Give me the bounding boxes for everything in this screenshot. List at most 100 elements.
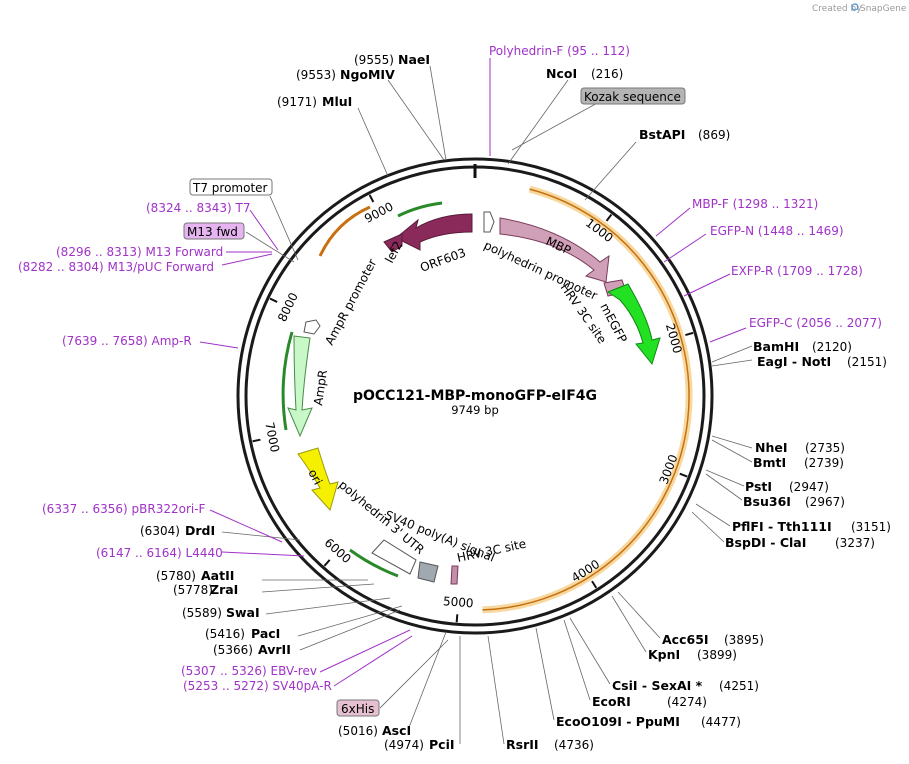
primer-leader-line xyxy=(683,273,731,297)
ampr-promoter-arrow[interactable] xyxy=(303,319,321,335)
leader-line xyxy=(429,65,447,161)
m13-fwd-label: M13 fwd xyxy=(187,225,238,239)
restriction-site-name[interactable]: SwaI xyxy=(226,605,260,620)
primer-leader-line xyxy=(209,509,283,543)
primer-leader-line xyxy=(319,629,411,673)
primer-label[interactable]: (8324 .. 8343) T7 xyxy=(146,201,250,215)
restriction-site-position: (5780) xyxy=(156,569,196,583)
restriction-site-name[interactable]: DrdI xyxy=(185,523,215,538)
restriction-site-name[interactable]: NaeI xyxy=(398,52,430,67)
restriction-site-name[interactable]: EcoRI xyxy=(592,694,631,709)
restriction-site-name[interactable]: PflFI - Tth111I xyxy=(732,519,832,534)
his6-label: 6xHis xyxy=(341,702,374,716)
restriction-site-name[interactable]: AvrII xyxy=(258,642,291,657)
primer-label[interactable]: (6147 .. 6164) L4440 xyxy=(96,546,223,560)
restriction-site-name[interactable]: ZraI xyxy=(210,582,238,597)
restriction-site-name[interactable]: NcoI xyxy=(546,66,577,81)
his6-box[interactable] xyxy=(336,699,380,717)
scale-tick xyxy=(269,297,278,303)
leader-line xyxy=(487,635,505,745)
restriction-site-name[interactable]: RsrII xyxy=(506,737,539,752)
restriction-site-name[interactable]: BmtI xyxy=(753,455,786,470)
primer-label[interactable]: (6337 .. 6356) pBR322ori-F xyxy=(42,502,206,516)
primer-leader-line xyxy=(709,327,747,343)
leader-line xyxy=(507,79,569,165)
restriction-site-name[interactable]: PciI xyxy=(429,737,455,752)
leader-line xyxy=(269,195,299,261)
leader-line xyxy=(535,627,555,721)
hrv-3c-site-lower[interactable] xyxy=(450,565,459,585)
leader-line xyxy=(711,439,753,463)
restriction-site-name[interactable]: NheI xyxy=(755,440,788,455)
leader-line xyxy=(299,609,401,651)
scale-tick-label: 9000 xyxy=(362,199,396,226)
restriction-site-position: (2739) xyxy=(804,456,844,470)
primer-label[interactable]: (8282 .. 8304) M13/pUC Forward xyxy=(18,260,214,274)
leader-line xyxy=(511,95,611,151)
primer-label[interactable]: (5253 .. 5272) SV40pA-R xyxy=(183,679,332,693)
restriction-site-position: (2967) xyxy=(805,495,845,509)
mbp-feature[interactable] xyxy=(499,217,610,283)
restriction-site-position: (4251) xyxy=(719,679,759,693)
ampr-direction-arc xyxy=(281,331,294,431)
kozak-box[interactable] xyxy=(580,87,686,105)
primer-label[interactable]: EGFP-C (2056 .. 2077) xyxy=(749,316,882,330)
restriction-site-position: (9555) xyxy=(354,53,394,67)
restriction-site-name[interactable]: BstAPI xyxy=(639,127,685,142)
primer-label[interactable]: (8296 .. 8313) M13 Forward xyxy=(56,245,223,259)
restriction-site-name[interactable]: BamHI xyxy=(753,339,799,354)
primer-label[interactable]: MBP-F (1298 .. 1321) xyxy=(692,197,818,211)
primer-label[interactable]: (7639 .. 7658) Amp-R xyxy=(62,334,192,348)
restriction-site-name[interactable]: KpnI xyxy=(648,647,680,662)
restriction-site-name[interactable]: EagI - NotI xyxy=(757,354,831,369)
t7-promoter-label: T7 promoter xyxy=(192,181,268,195)
restriction-site-name[interactable]: BspDI - ClaI xyxy=(725,535,806,550)
restriction-site-position: (3895) xyxy=(724,633,764,647)
brand-name: SnapGene xyxy=(860,4,907,14)
leader-line xyxy=(705,473,743,501)
orf-direction-arc xyxy=(397,201,443,218)
ori-feature[interactable] xyxy=(297,447,339,512)
orf603-feature[interactable] xyxy=(395,213,473,251)
polyhedrin-3utr-feature[interactable] xyxy=(371,539,417,575)
mbp-label: MBP xyxy=(544,234,573,258)
leader-line xyxy=(407,631,447,731)
t7-promoter-box[interactable] xyxy=(189,178,273,196)
m13-fwd-box[interactable] xyxy=(183,222,245,240)
ampr-promoter-label: AmpR promoter xyxy=(322,257,379,348)
restriction-site-position: (4477) xyxy=(701,715,741,729)
polyhedrin-promoter-label: polyhedrin promoter xyxy=(482,238,600,303)
sv40-polya-feature[interactable] xyxy=(417,561,439,583)
primer-label[interactable]: EGFP-N (1448 .. 1469) xyxy=(710,224,844,238)
restriction-site-name[interactable]: NgoMIV xyxy=(340,67,395,82)
leader-line xyxy=(695,503,731,527)
restriction-site-position: (9171) xyxy=(277,95,317,109)
restriction-site-position: (216) xyxy=(591,67,623,81)
restriction-site-name[interactable]: Acc65I xyxy=(662,632,709,647)
restriction-site-name[interactable]: EcoO109I - PpuMI xyxy=(556,714,680,729)
primer-label[interactable]: Polyhedrin-F (95 .. 112) xyxy=(489,44,630,58)
restriction-site-name[interactable]: MluI xyxy=(322,94,352,109)
leader-line xyxy=(387,79,445,161)
scale-tick xyxy=(685,331,694,337)
lef2-feature[interactable] xyxy=(383,233,403,253)
backbone-outer-ring xyxy=(236,157,714,635)
restriction-site-name[interactable]: AscI xyxy=(382,723,411,738)
primer-label[interactable]: (5307 .. 5326) EBV-rev xyxy=(181,664,317,678)
restriction-site-position: (2120) xyxy=(812,340,852,354)
restriction-site-position: (5589) xyxy=(182,606,222,620)
restriction-site-name[interactable]: PacI xyxy=(251,626,280,641)
restriction-site-name[interactable]: PstI xyxy=(745,479,772,494)
restriction-site-name[interactable]: AatII xyxy=(201,568,234,583)
restriction-site-name[interactable]: CsiI - SexAI * xyxy=(612,678,703,693)
primer-leader-line xyxy=(655,207,691,237)
scale-tick xyxy=(591,580,598,589)
primer-label[interactable]: EXFP-R (1709 .. 1728) xyxy=(731,264,863,278)
utr-direction-arc xyxy=(349,548,399,578)
megfp-feature[interactable] xyxy=(606,283,661,366)
ampr-feature[interactable] xyxy=(287,335,313,438)
promoter-arrow-small[interactable] xyxy=(483,211,495,233)
restriction-site-name[interactable]: Bsu36I xyxy=(743,494,791,509)
leader-line xyxy=(245,231,295,263)
primer-labels: Polyhedrin-F (95 .. 112) MBP-F (1298 .. 1… xyxy=(18,44,882,693)
